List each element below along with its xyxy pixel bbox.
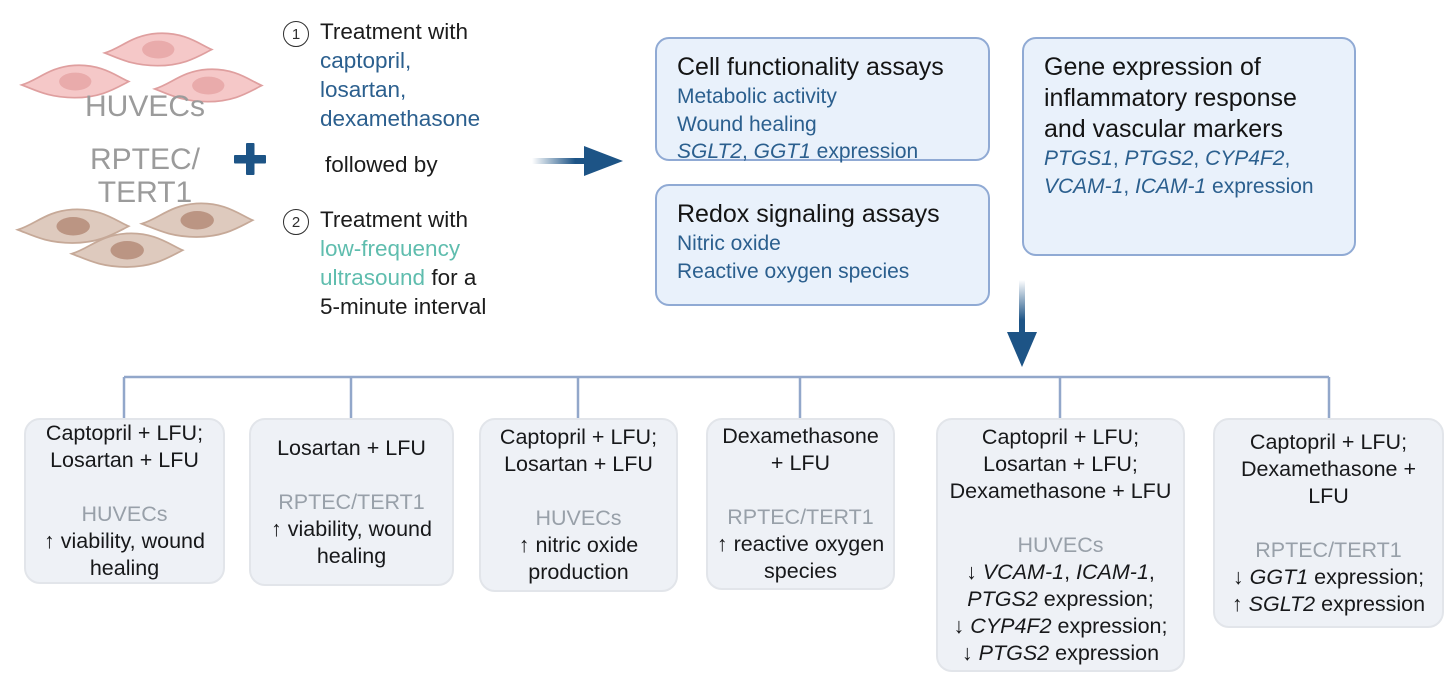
outcome-box-losartan-rptec: Losartan + LFU RPTEC/TERT1 ↑ viability, …	[249, 418, 454, 586]
outcome-4-treatment: Dexamethasone+ LFU	[722, 424, 879, 475]
step-2-number: 2	[283, 209, 309, 235]
outcome-6-effects: ↓ GGT1 expression;↑ SGLT2 expression	[1231, 564, 1426, 616]
outcome-2-treatment: Losartan + LFU	[277, 435, 426, 460]
gene-expression-items: PTGS1, PTGS2, CYP4F2,VCAM-1, ICAM-1 expr…	[1044, 147, 1314, 198]
outcome-2-cell-type: RPTEC/TERT1	[278, 489, 425, 514]
rptec-cells-illustration	[15, 202, 255, 268]
outcome-box-dexamethasone-ros: Dexamethasone+ LFU RPTEC/TERT1 ↑ reactiv…	[706, 418, 895, 590]
step-1-number: 1	[283, 21, 309, 47]
huvec-cells-illustration	[19, 32, 264, 103]
rptec-label: RPTEC/TERT1	[89, 143, 200, 209]
right-arrow-icon	[532, 146, 623, 176]
outcome-4-cell-type: RPTEC/TERT1	[727, 505, 874, 529]
step-2-intro: Treatment with	[320, 207, 468, 232]
outcome-5-treatment: Captopril + LFU;Losartan + LFU;Dexametha…	[949, 424, 1172, 503]
followed-by-text: followed by	[325, 152, 438, 177]
cell-functionality-assays-title: Cell functionality assays	[677, 53, 944, 81]
outcome-6-treatment: Captopril + LFU;Dexamethasone +LFU	[1240, 429, 1417, 508]
huvec-label: HUVECs	[84, 90, 205, 123]
branch-connector-lines	[122, 375, 1331, 420]
outcome-1-treatment: Captopril + LFU;Losartan + LFU	[45, 421, 204, 472]
outcome-3-cell-type: HUVECs	[535, 506, 622, 530]
outcome-3-treatment: Captopril + LFU;Losartan + LFU	[499, 425, 658, 476]
down-arrow-icon	[1007, 280, 1037, 367]
step-1-text: Treatment with captopril,losartan,dexame…	[320, 17, 480, 133]
step-1-intro: Treatment with	[320, 19, 468, 44]
outcome-box-captopril-losartan-huvec: Captopril + LFU;Losartan + LFU HUVECs ↑ …	[24, 418, 225, 584]
redox-signaling-assays-title: Redox signaling assays	[677, 200, 940, 228]
outcome-6-cell-type: RPTEC/TERT1	[1255, 537, 1402, 562]
outcome-box-captopril-losartan-no: Captopril + LFU;Losartan + LFU HUVECs ↑ …	[479, 418, 678, 592]
step-1-drugs: captopril,losartan,dexamethasone	[320, 48, 481, 131]
outcome-box-all-drugs-huvec-genes: Captopril + LFU;Losartan + LFU;Dexametha…	[936, 418, 1185, 672]
outcome-1-cell-type: HUVECs	[81, 502, 168, 526]
outcome-5-cell-type: HUVECs	[1017, 532, 1104, 557]
outcome-box-captopril-dexamethasone-rptec: Captopril + LFU;Dexamethasone +LFU RPTEC…	[1213, 418, 1444, 628]
outcome-5-effects: ↓ VCAM-1, ICAM-1,PTGS2 expression;↓ CYP4…	[953, 559, 1168, 665]
cell-functionality-assays-box: Cell functionality assays Metabolic acti…	[655, 37, 990, 163]
plus-icon	[234, 143, 266, 175]
